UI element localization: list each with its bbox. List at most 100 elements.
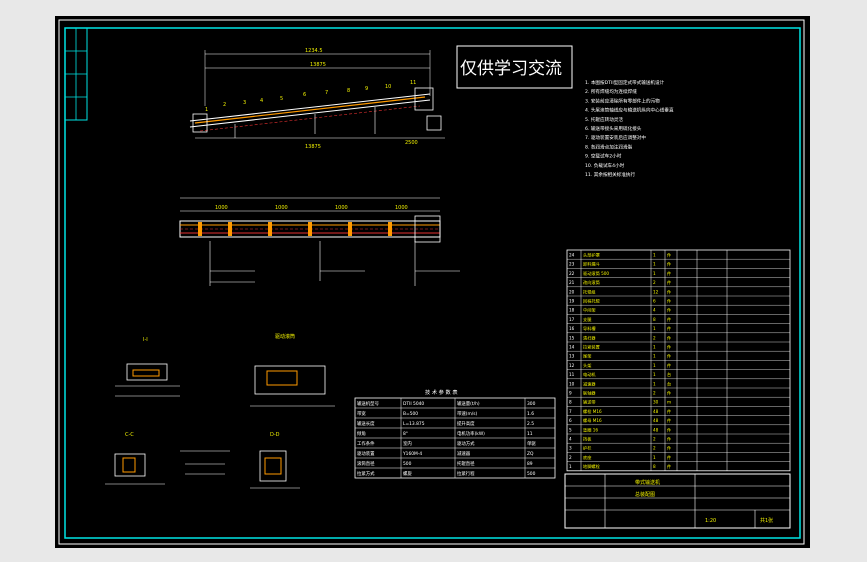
- parts-cell: 8: [653, 464, 656, 469]
- plan-dim-4: 1000: [395, 205, 408, 211]
- parts-cell: 8: [569, 400, 572, 405]
- detail-view-c: C-C: [105, 432, 165, 485]
- parts-cell: 头部护罩: [583, 252, 600, 259]
- parts-cell: 2: [653, 280, 656, 285]
- parts-cell: 护栏: [583, 445, 591, 452]
- title-sheet: 共1张: [760, 517, 773, 524]
- parts-cell: 螺母 M16: [583, 417, 602, 424]
- parts-cell: 8: [653, 317, 656, 322]
- plan-dim-1: 1000: [215, 205, 228, 211]
- parts-cell: 件: [667, 334, 671, 341]
- parts-cell: 件: [667, 298, 671, 305]
- parts-cell: 联轴器: [583, 390, 596, 397]
- parts-cell: 13: [569, 354, 575, 359]
- parts-cell: 中间架: [583, 307, 596, 314]
- note-item: 6. 输送带接头采用硫化接头: [585, 125, 642, 132]
- parts-cell: 件: [667, 445, 671, 452]
- left-binding-strip: [64, 27, 88, 121]
- parts-cell: 拉紧装置: [583, 344, 600, 351]
- note-item: 9. 空载试车2小时: [585, 153, 622, 160]
- svg-text:D-D: D-D: [270, 432, 280, 438]
- note-item: 1. 本图按DTII型固定式带式输送机设计: [585, 79, 665, 86]
- params-cell: 11: [527, 431, 533, 437]
- parts-cell: 件: [667, 307, 671, 314]
- svg-text:5: 5: [280, 96, 283, 102]
- parts-cell: 托辊组: [583, 288, 596, 295]
- parts-cell: 件: [667, 436, 671, 443]
- parts-cell: 14: [569, 345, 575, 350]
- svg-text:10: 10: [385, 84, 391, 90]
- watermark-box: [456, 45, 573, 89]
- parts-cell: 3: [569, 446, 572, 451]
- params-cell: 单驱: [527, 440, 536, 447]
- parts-cell: 件: [667, 316, 671, 323]
- parts-cell: 件: [667, 252, 671, 259]
- outer-border: [58, 19, 805, 545]
- svg-text:6: 6: [303, 92, 306, 98]
- parts-cell: 件: [667, 390, 671, 397]
- parts-cell: 4: [653, 308, 656, 313]
- title-scale: 1:20: [705, 518, 716, 524]
- parts-cell: 17: [569, 317, 575, 322]
- params-cell: 室内: [403, 440, 412, 447]
- params-cell: 拉紧方式: [357, 470, 375, 477]
- elevation-dim-2: 13875: [310, 62, 326, 68]
- parts-cell: 件: [667, 463, 671, 470]
- parts-cell: 21: [569, 280, 575, 285]
- parts-cell: 1: [653, 372, 656, 377]
- parts-cell: 20: [569, 289, 575, 294]
- parts-cell: 件: [667, 408, 671, 415]
- parts-cell: 23: [569, 262, 575, 267]
- parts-cell: 清扫器: [583, 334, 596, 341]
- parts-cell: 地脚螺栓: [583, 463, 601, 470]
- parts-cell: 18: [569, 308, 575, 313]
- params-cell: 300: [527, 401, 536, 407]
- parts-cell: 头架: [583, 362, 591, 369]
- parts-cell: 12: [569, 363, 575, 368]
- svg-text:4: 4: [260, 98, 263, 104]
- svg-text:I-I: I-I: [143, 337, 148, 343]
- parts-cell: 改向滚筒: [583, 279, 600, 286]
- parts-cell: 底座: [583, 454, 591, 461]
- parts-cell: 2: [569, 455, 572, 460]
- section-view-a: I-I: [115, 337, 180, 397]
- parts-cell: 1: [653, 455, 656, 460]
- inner-frame: [64, 27, 801, 539]
- params-cell: 1.6: [527, 411, 534, 417]
- parts-cell: 11: [569, 372, 575, 377]
- parts-cell: 48: [653, 409, 659, 414]
- parts-cell: 1: [653, 326, 656, 331]
- section-view-b: 驱动滚筒: [250, 333, 335, 407]
- note-item: 5. 托辊应转动灵活: [585, 116, 623, 123]
- params-cell: 带宽: [357, 410, 366, 417]
- svg-text:9: 9: [365, 86, 368, 92]
- svg-text:2: 2: [223, 102, 226, 108]
- note-item: 7. 驱动装置安装后应调整对中: [585, 134, 646, 141]
- parts-cell: 1: [653, 262, 656, 267]
- parts-cell: 件: [667, 261, 671, 268]
- params-cell: 输送长度: [357, 420, 375, 427]
- parts-cell: 螺栓 M16: [583, 408, 602, 415]
- parts-cell: 件: [667, 270, 671, 277]
- parts-cell: 5: [569, 427, 572, 432]
- params-cell: 驱动方式: [457, 440, 475, 447]
- params-cell: 倾角: [357, 430, 366, 437]
- detail-view-mid: [180, 450, 230, 475]
- params-cell: 89: [527, 461, 533, 467]
- svg-text:驱动滚筒: 驱动滚筒: [275, 333, 295, 340]
- parts-cell: 2: [653, 335, 656, 340]
- parts-cell: 6: [569, 418, 572, 423]
- parts-cell: 4: [569, 437, 572, 442]
- parts-cell: 10: [569, 381, 575, 386]
- parts-cell: 22: [569, 271, 575, 276]
- note-item: 4. 头尾滚筒轴线应与输送机纵向中心线垂直: [585, 107, 674, 114]
- params-cell: 电机功率(kW): [457, 430, 485, 437]
- params-cell: 500: [527, 471, 536, 477]
- parts-cell: 件: [667, 325, 671, 332]
- parts-cell: 48: [653, 418, 659, 423]
- parts-cell: 24: [569, 253, 575, 258]
- params-cell: 减速器: [457, 450, 471, 457]
